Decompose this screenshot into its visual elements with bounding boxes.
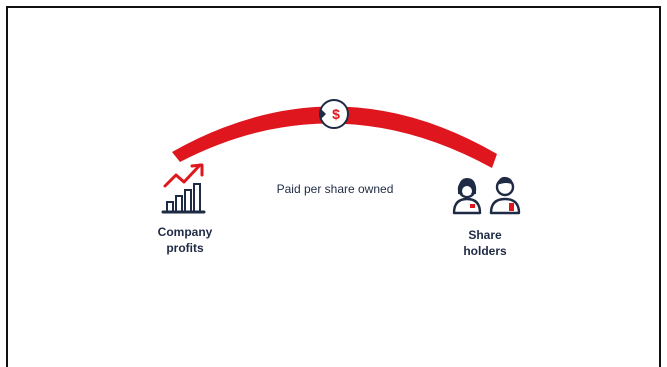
- payment-arc: [172, 106, 497, 168]
- company-profits-label: Company profits: [145, 224, 225, 256]
- profit-chart-icon: [161, 163, 206, 214]
- shareholder-woman-icon: [452, 178, 482, 215]
- flow-label: Paid per share owned: [276, 182, 394, 196]
- shareholders-line2: holders: [463, 244, 507, 258]
- shareholders-icon: [452, 176, 521, 215]
- dollar-coin-icon: $: [319, 99, 349, 129]
- shareholders-line1: Share: [468, 228, 502, 242]
- dollar-symbol: $: [332, 106, 340, 122]
- shareholder-man-icon: [489, 176, 521, 215]
- company-profits-line1: Company: [157, 225, 213, 239]
- shareholders-label: Share holders: [445, 227, 525, 259]
- company-profits-line2: profits: [166, 241, 204, 255]
- diagram-frame: [6, 6, 661, 367]
